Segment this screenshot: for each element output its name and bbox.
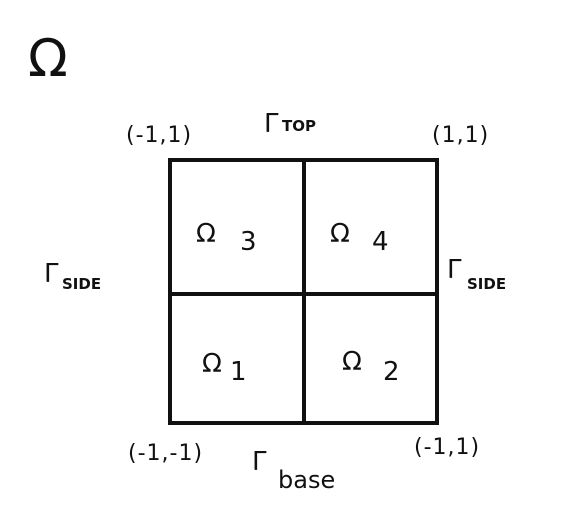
boundary-top-symbol: Γ	[264, 109, 279, 139]
subdomain-1-symbol: Ω	[202, 349, 222, 379]
subdomain-3-symbol: Ω	[196, 219, 216, 249]
boundary-base-symbol: Γ	[252, 447, 267, 477]
boundary-base-label: Γ base	[252, 447, 335, 494]
subdomain-4-symbol: Ω	[330, 219, 350, 249]
boundary-left-label: Γ SIDE	[44, 259, 101, 293]
subdomain-2-index: 2	[383, 357, 400, 387]
boundary-right-symbol: Γ	[447, 255, 462, 285]
boundary-top-subscript: TOP	[282, 117, 316, 135]
boundary-right-subscript: SIDE	[467, 275, 506, 293]
corner-bottom-left: (-1,-1)	[128, 441, 203, 466]
subdomain-1-label: Ω 1	[202, 349, 247, 387]
subdomain-1-index: 1	[230, 357, 247, 387]
subdomain-2-symbol: Ω	[342, 347, 362, 377]
boundary-base-subscript: base	[278, 466, 335, 494]
subdomain-4-label: Ω 4	[330, 219, 389, 257]
boundary-right-label: Γ SIDE	[447, 255, 506, 293]
boundary-top-label: Γ TOP	[264, 109, 316, 139]
boundary-left-subscript: SIDE	[62, 275, 101, 293]
subdomain-3-index: 3	[240, 227, 257, 257]
corner-top-right: (1,1)	[432, 123, 489, 148]
boundary-left-symbol: Γ	[44, 259, 59, 289]
subdomain-4-index: 4	[372, 227, 389, 257]
corner-top-left: (-1,1)	[126, 123, 192, 148]
subdomain-3-label: Ω 3	[196, 219, 257, 257]
domain-label: Ω	[28, 29, 68, 89]
corner-bottom-right: (-1,1)	[414, 435, 480, 460]
subdomain-2-label: Ω 2	[342, 347, 400, 387]
